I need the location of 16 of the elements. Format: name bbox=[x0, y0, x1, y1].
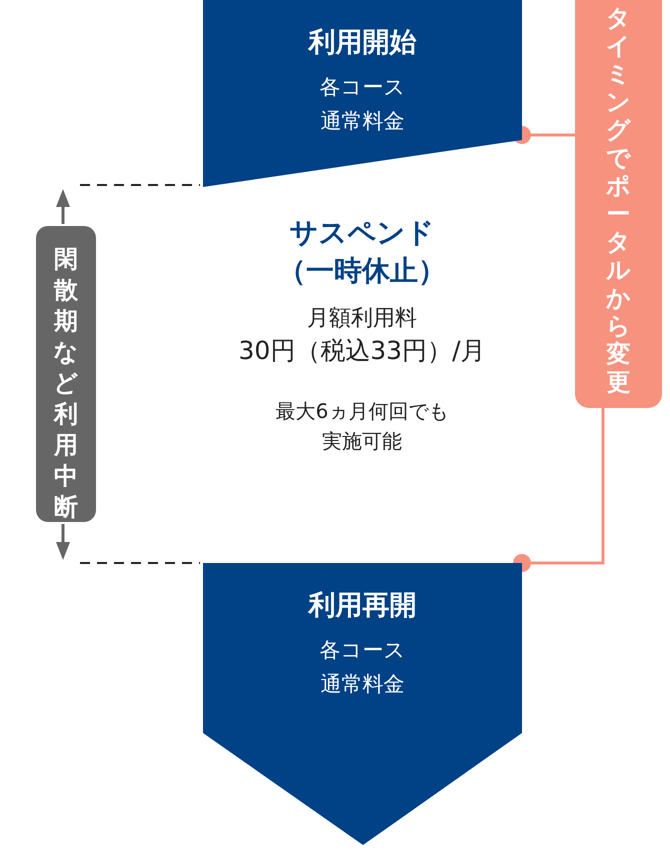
note-box bbox=[575, 0, 662, 408]
vertical-text: タイミングでポータルから変更 bbox=[606, 4, 632, 396]
heading: 利用開始 bbox=[306, 26, 418, 60]
note-text: 最大6ヵ月何回でも実施可能 bbox=[274, 398, 450, 455]
connector-line bbox=[513, 126, 575, 144]
connector-line bbox=[513, 408, 604, 572]
fee-caption: 月額利用料 bbox=[306, 305, 418, 333]
price-text: 各コース通常料金 bbox=[318, 74, 406, 135]
price-text: 各コース通常料金 bbox=[318, 637, 406, 698]
period-box bbox=[36, 226, 96, 522]
suspend-heading: サスペンド（一時休止） bbox=[277, 215, 447, 289]
heading: 利用再開 bbox=[306, 589, 418, 623]
resume-chevron bbox=[203, 563, 522, 845]
start-banner bbox=[203, 0, 522, 187]
vertical-text: 閑散期など利用中断 bbox=[53, 244, 79, 523]
fee-text: 30円（税込33円）/月 bbox=[237, 335, 487, 367]
